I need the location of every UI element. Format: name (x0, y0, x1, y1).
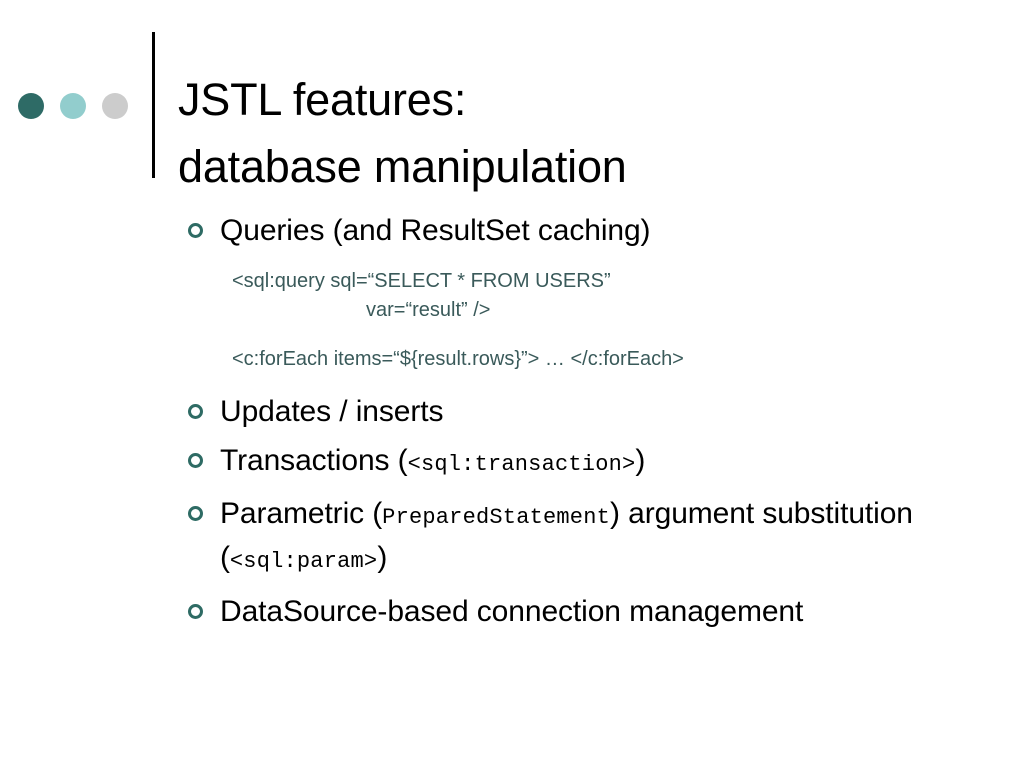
parametric-code-preparedstatement: PreparedStatement (382, 505, 611, 530)
dot-gray-icon (102, 93, 128, 119)
decorative-dots-group (18, 93, 128, 119)
code-line-foreach: <c:forEach items=“${result.rows}”> … </c… (232, 348, 684, 370)
list-item: Updates / inserts (0, 392, 1024, 432)
code-line-sql-query: <sql:query sql=“SELECT * FROM USERS” (232, 270, 611, 292)
dot-light-teal-icon (60, 93, 86, 119)
bullet-label-datasource: DataSource-based connection management (220, 595, 804, 628)
parametric-prefix-text: Parametric ( (220, 497, 383, 530)
bullet-ring-icon (188, 404, 203, 419)
parametric-suffix-text: ) (377, 541, 388, 574)
slide-header: JSTL features: database manipulation (0, 0, 1024, 192)
bullet-label-updates-inserts: Updates / inserts (220, 395, 444, 428)
transactions-suffix-text: ) (635, 444, 646, 477)
page-title: JSTL features: database manipulation (178, 74, 627, 193)
transactions-prefix-text: Transactions ( (220, 444, 408, 477)
list-item: Queries (and ResultSet caching) (0, 211, 1024, 251)
list-item: Parametric (PreparedStatement) argument … (0, 494, 1024, 582)
bullet-label-transactions: Transactions (<sql:transaction>) (220, 441, 1024, 485)
transactions-code-tag: <sql:transaction> (407, 452, 636, 477)
bullet-ring-icon (188, 223, 203, 238)
code-line-var-result: var=“result” /> (366, 299, 491, 321)
bullet-ring-icon (188, 604, 203, 619)
list-item: Transactions (<sql:transaction>) (0, 441, 1024, 485)
slide-body: Queries (and ResultSet caching) <sql:que… (0, 205, 1024, 632)
bullet-label-parametric: Parametric (PreparedStatement) argument … (220, 494, 1024, 582)
bullet-ring-icon (188, 506, 203, 521)
title-vertical-rule (152, 32, 155, 178)
parametric-middle-text: ) argument substitution ( (220, 497, 913, 574)
bullet-ring-icon (188, 453, 203, 468)
bullet-label-queries: Queries (and ResultSet caching) (220, 214, 651, 247)
parametric-code-sql-param: <sql:param> (229, 549, 378, 574)
dot-dark-teal-icon (18, 93, 44, 119)
code-sample-block: <sql:query sql=“SELECT * FROM USERS” var… (0, 267, 1024, 374)
list-item: DataSource-based connection management (0, 592, 1024, 632)
code-paragraph-gap (232, 325, 1024, 345)
